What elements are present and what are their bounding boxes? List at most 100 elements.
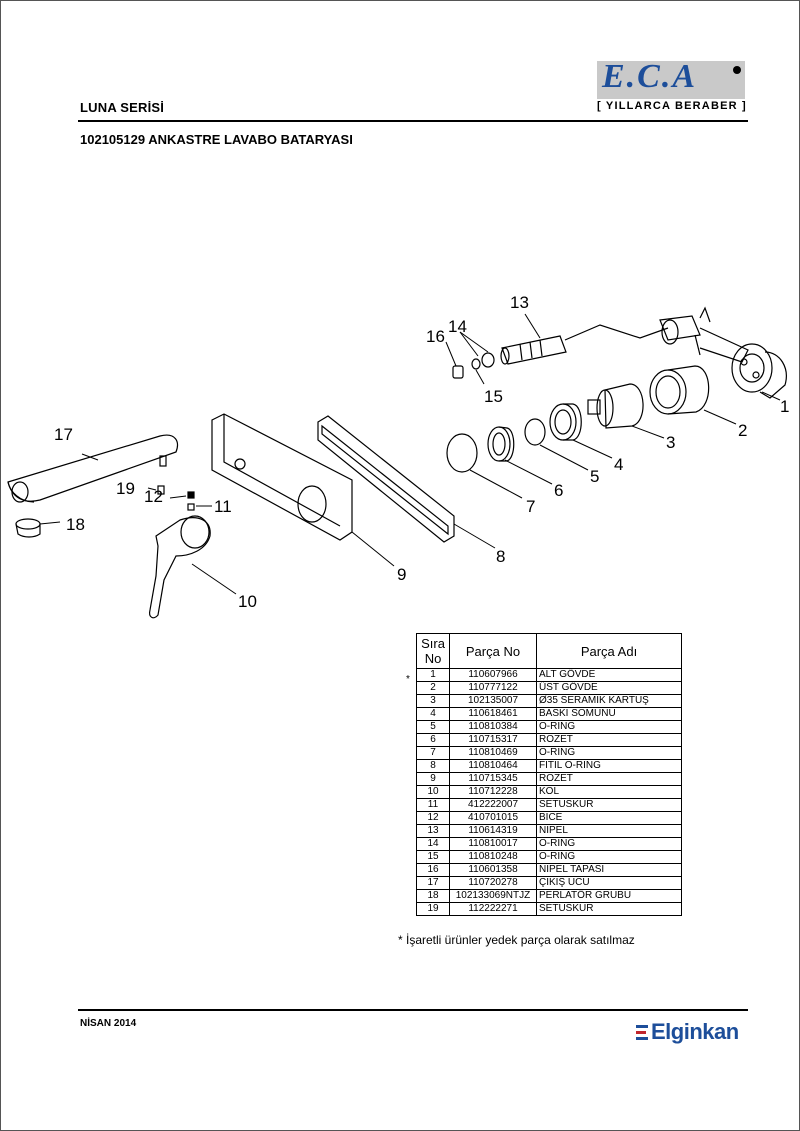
cell-no: 5	[416, 720, 450, 734]
cell-part-no: 410701015	[449, 811, 537, 825]
part-5-o-ring	[524, 418, 546, 446]
cell-part-name: NİPEL	[536, 824, 682, 838]
cell-no: 15	[416, 850, 450, 864]
cell-part-name: O-RİNG	[536, 850, 682, 864]
header-no-line2: No	[424, 651, 442, 666]
cell-part-name: BASKI SOMUNU	[536, 707, 682, 721]
cell-no: 13	[416, 824, 450, 838]
cell-part-no: 110715317	[449, 733, 537, 747]
footnote: * İşaretli ürünler yedek parça olarak sa…	[398, 933, 635, 947]
part-3-cartridge	[587, 383, 644, 429]
part-17-spout	[7, 434, 179, 503]
part-6-rosette	[487, 426, 515, 462]
cell-part-no: 110810384	[449, 720, 537, 734]
registered-mark-icon	[733, 66, 741, 74]
cell-no: 18	[416, 889, 450, 903]
cell-part-no: 102133069NTJZ	[449, 889, 537, 903]
cell-no: 14	[416, 837, 450, 851]
callout-9: 9	[397, 565, 406, 584]
callout-17: 17	[54, 425, 73, 444]
part-11-set-screw	[187, 503, 195, 511]
part-12-washer	[187, 491, 195, 499]
callout-3: 3	[666, 433, 675, 452]
cell-part-no: 110810248	[449, 850, 537, 864]
not-sold-star-mark: *	[406, 674, 410, 685]
part-18-aerator	[15, 518, 41, 538]
series-title: LUNA SERİSİ	[80, 100, 165, 115]
cell-part-name: KOL	[536, 785, 682, 799]
cell-part-name: ALT GÖVDE	[536, 668, 682, 682]
part-7-o-ring	[446, 433, 478, 473]
cell-no: 10	[416, 785, 450, 799]
cell-part-no: 102135007	[449, 694, 537, 708]
callout-7: 7	[526, 497, 535, 516]
callout-14: 14	[448, 317, 467, 336]
callout-11: 11	[214, 497, 232, 516]
cell-part-no: 110715345	[449, 772, 537, 786]
cell-part-no: 110810017	[449, 837, 537, 851]
elginkan-brand: Elginkan	[651, 1019, 739, 1044]
cell-part-name: FİTİL O-RİNG	[536, 759, 682, 773]
part-8-gasket	[317, 415, 455, 543]
callout-2: 2	[738, 421, 747, 440]
cell-part-name: SETUSKUR	[536, 902, 682, 916]
cell-part-name: SETUSKUR	[536, 798, 682, 812]
callout-1: 1	[780, 397, 789, 416]
logo-tagline: [ YILLARCA BERABER ]	[597, 100, 747, 112]
cell-no: 6	[416, 733, 450, 747]
part-13-nipple	[500, 335, 567, 365]
document-date: NİSAN 2014	[80, 1018, 137, 1029]
cell-no: 3	[416, 694, 450, 708]
leader-lines	[39, 313, 781, 595]
cell-no: 2	[416, 681, 450, 695]
cell-part-no: 110607966	[449, 668, 537, 682]
eca-logo: E.C.A	[602, 58, 698, 95]
parts-table-header: Sıra No Parça No Parça Adı	[416, 633, 682, 669]
callout-12: 12	[144, 487, 163, 506]
callout-5: 5	[590, 467, 599, 486]
exploded-view-diagram: 1 2 3 4 5 6 7 8 9 10 11 12 13 14 15 16 1…	[7, 293, 789, 619]
callout-16: 16	[426, 327, 445, 346]
part-15-o-ring	[471, 358, 481, 370]
part-2-upper-body	[649, 365, 710, 415]
cell-part-no: 110720278	[449, 876, 537, 890]
callout-15: 15	[484, 387, 503, 406]
cell-part-no: 110601358	[449, 863, 537, 877]
part-4-press-nut	[549, 403, 582, 441]
header-no: Sıra No	[416, 633, 450, 669]
cell-no: 7	[416, 746, 450, 760]
eca-logo-background	[597, 61, 745, 99]
cell-part-name: O-RİNG	[536, 837, 682, 851]
cell-part-no: 110810469	[449, 746, 537, 760]
cell-no: 16	[416, 863, 450, 877]
elginkan-logo: Elginkan	[636, 1019, 739, 1045]
part-19-set-screw	[157, 485, 165, 495]
cell-part-name: O-RİNG	[536, 720, 682, 734]
cell-no: 1	[416, 668, 450, 682]
cell-part-no: 110712228	[449, 785, 537, 799]
cell-part-no: 112222271	[449, 902, 537, 916]
callout-18: 18	[66, 515, 85, 534]
footer-divider	[78, 1009, 748, 1011]
cell-no: 19	[416, 902, 450, 916]
cell-no: 8	[416, 759, 450, 773]
callout-19: 19	[116, 479, 135, 498]
header-part-no: Parça No	[449, 633, 537, 669]
header-divider	[78, 120, 748, 122]
cell-part-name: ÜST GÖVDE	[536, 681, 682, 695]
cell-part-name: BİCE	[536, 811, 682, 825]
cell-part-no: 110614319	[449, 824, 537, 838]
